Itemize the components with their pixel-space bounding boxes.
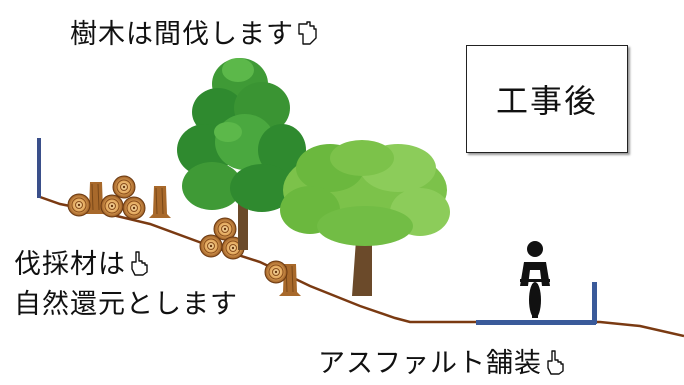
thinned-tree-light [280, 140, 450, 296]
asphalt-pavement [476, 320, 596, 325]
right-fence-post [592, 282, 597, 324]
log-pile-upper [67, 175, 146, 220]
cyclist-icon [520, 241, 550, 318]
left-fence-post [37, 138, 41, 198]
thinning-label-text: 樹木は間伐します [70, 19, 294, 50]
after-construction-box: 工事後 [466, 45, 628, 153]
after-construction-label: 工事後 [495, 82, 598, 120]
pointing-hand-icon [547, 350, 564, 375]
log-single [264, 260, 288, 284]
felled-label-line2-text: 自然還元とします [14, 289, 238, 320]
stump [148, 185, 172, 219]
pointing-hand-icon [131, 251, 148, 276]
felled-label-line1-text: 伐採材は [14, 249, 126, 280]
asphalt-label: アスファルト舗装 [318, 349, 566, 377]
asphalt-label-text: アスファルト舗装 [318, 348, 542, 379]
felled-label-line1: 伐採材は [14, 250, 150, 278]
pointing-hand-icon [298, 21, 317, 45]
log-pile-middle [199, 217, 245, 260]
felled-label-line2: 自然還元とします [14, 291, 238, 318]
thinning-label: 樹木は間伐します [70, 20, 318, 48]
thinned-tree-dark [177, 58, 306, 250]
